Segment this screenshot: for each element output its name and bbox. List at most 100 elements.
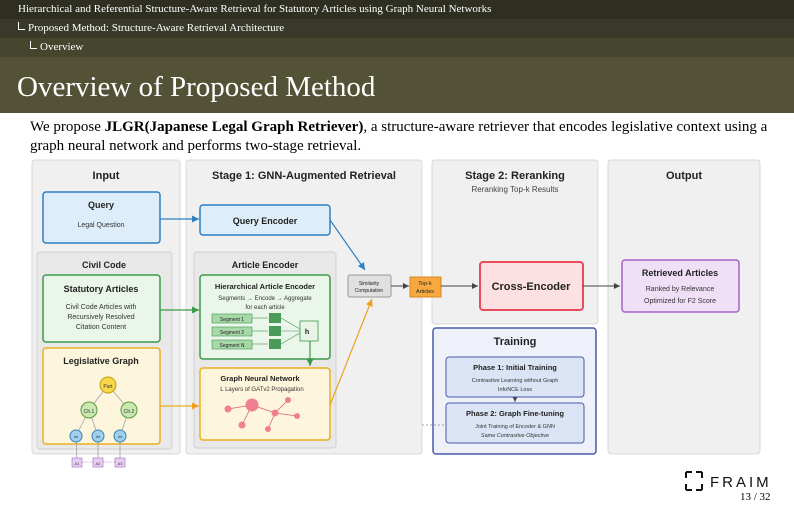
gnn-node [285,397,291,403]
topk-box [409,276,442,298]
tree-branch-icon [18,22,25,30]
slide-title: Overview of Proposed Method [17,71,376,103]
statutory-line-3: Citation Content [76,324,126,331]
topk-line-2: Articles [416,289,434,295]
node-a2-label: A2 [96,461,102,466]
node-a2 [92,457,104,468]
topk-line-1: Top-k [418,281,432,287]
output-header: Output [666,170,702,182]
query-box [42,191,161,244]
phase1-title: Phase 1: Initial Training [473,363,557,372]
nav-subsection: Overview [0,38,794,57]
query-subtitle: Legal Question [77,222,124,229]
similarity-line-2: Computation [355,288,384,294]
node-art-3-label: Art [118,435,123,439]
article-encoder-label: Article Encoder [232,260,299,270]
intro-text: We propose JLGR(Japanese Legal Graph Ret… [30,118,770,156]
nav-section: Proposed Method: Structure-Aware Retriev… [0,19,794,38]
node-a1 [71,457,83,468]
fraim-logo: FRAIM [684,470,784,497]
segment-1-label: Segment 1 [220,317,244,323]
node-art-1-label: Art [74,435,79,439]
node-part [99,376,117,394]
legislative-graph-box [42,347,161,445]
title-bar: Overview of Proposed Method [0,57,794,113]
node-ch2-label: Ch.2 [124,409,135,415]
h-vector-box [299,320,319,342]
logo-text: FRAIM [710,474,772,491]
hae-sub1: Segments → Encode → Aggregate [218,296,312,302]
segment-2 [211,326,253,337]
intro-pre: We propose [30,119,105,135]
statutory-line-2: Recursively Resolved [67,314,134,321]
gnn-title: Graph Neural Network [220,374,300,383]
node-part-label: Part [103,384,113,390]
hierarchical-article-encoder-box [199,274,331,360]
node-art-1 [69,429,83,443]
node-ch1 [80,401,98,419]
intro-post: , a structure-aware retriever that encod… [30,119,768,154]
presentation-title[interactable]: Hierarchical and Referential Structure-A… [18,3,492,15]
statutory-title: Statutory Articles [64,284,139,294]
intro-bold: JLGR(Japanese Legal Graph Retriever) [104,119,364,135]
encoded-block-n [269,339,281,349]
node-art-2-label: Art [96,435,101,439]
retrieved-sub2: Optimized for F2 Score [644,298,716,305]
node-ch2 [120,401,138,419]
retrieved-articles-box [621,259,740,313]
node-a3-label: A3 [118,461,124,466]
tree-branch-icon [30,41,37,49]
training-header: Training [494,336,537,348]
query-encoder-to-similarity-arrow [329,219,366,271]
subsection-title[interactable]: Overview [40,41,84,53]
nav-presentation-title: Hierarchical and Referential Structure-A… [0,0,794,19]
phase2-box [445,402,585,444]
node-ch1-label: Ch.1 [84,409,95,415]
input-header: Input [93,170,120,182]
cross-encoder-label: Cross-Encoder [492,281,572,293]
segment-1 [211,313,253,324]
query-encoder-label: Query Encoder [233,216,298,226]
retrieved-title: Retrieved Articles [642,268,718,278]
statutory-line-1: Civil Code Articles with [66,304,137,311]
gnn-node [265,426,271,432]
h-vector-label: h [305,329,309,336]
gnn-node [238,421,246,429]
stage2-header: Stage 2: Reranking [465,170,565,182]
statutory-articles-box [42,274,161,343]
gnn-node [271,409,279,417]
hae-sub2: for each article [245,305,285,311]
phase1-sub2: InfoNCE Loss [498,387,532,393]
encoded-block-2 [269,326,281,336]
phase2-title: Phase 2: Graph Fine-tuning [466,409,564,418]
section-title[interactable]: Proposed Method: Structure-Aware Retriev… [28,22,285,34]
encoded-block-1 [269,313,281,323]
similarity-line-1: Similarity [359,281,380,287]
segment-2-label: Segment 2 [220,330,244,336]
gnn-node-center [245,398,259,412]
segment-n [211,339,253,350]
civil-code-label: Civil Code [82,260,126,270]
node-a1-label: A1 [75,461,81,466]
stage1-header: Stage 1: GNN-Augmented Retrieval [212,170,396,182]
gnn-node [224,405,232,413]
node-a3 [114,457,126,468]
page-number: 13 / 32 [740,491,771,503]
fraim-logo-mark: FRAIM [685,471,772,491]
segment-n-label: Segment N [219,343,244,349]
retrieved-sub1: Ranked by Relevance [646,286,715,293]
gnn-to-similarity-arrow [329,298,373,406]
query-title: Query [88,200,114,210]
gnn-node [294,413,300,419]
node-art-3 [113,429,127,443]
segment-arrows [252,317,301,345]
hae-title: Hierarchical Article Encoder [215,282,315,291]
phase2-sub2: Same Contrastive Objective [481,433,549,439]
node-art-2 [91,429,105,443]
stage2-subtitle: Reranking Top-k Results [471,185,558,194]
gnn-subtitle: L Layers of GATv2 Propagation [220,387,303,393]
legislative-graph-title: Legislative Graph [63,356,139,366]
phase1-sub1: Contrastive Learning without Graph [472,378,559,384]
phase2-sub1: Joint Training of Encoder & GNN [475,424,555,430]
